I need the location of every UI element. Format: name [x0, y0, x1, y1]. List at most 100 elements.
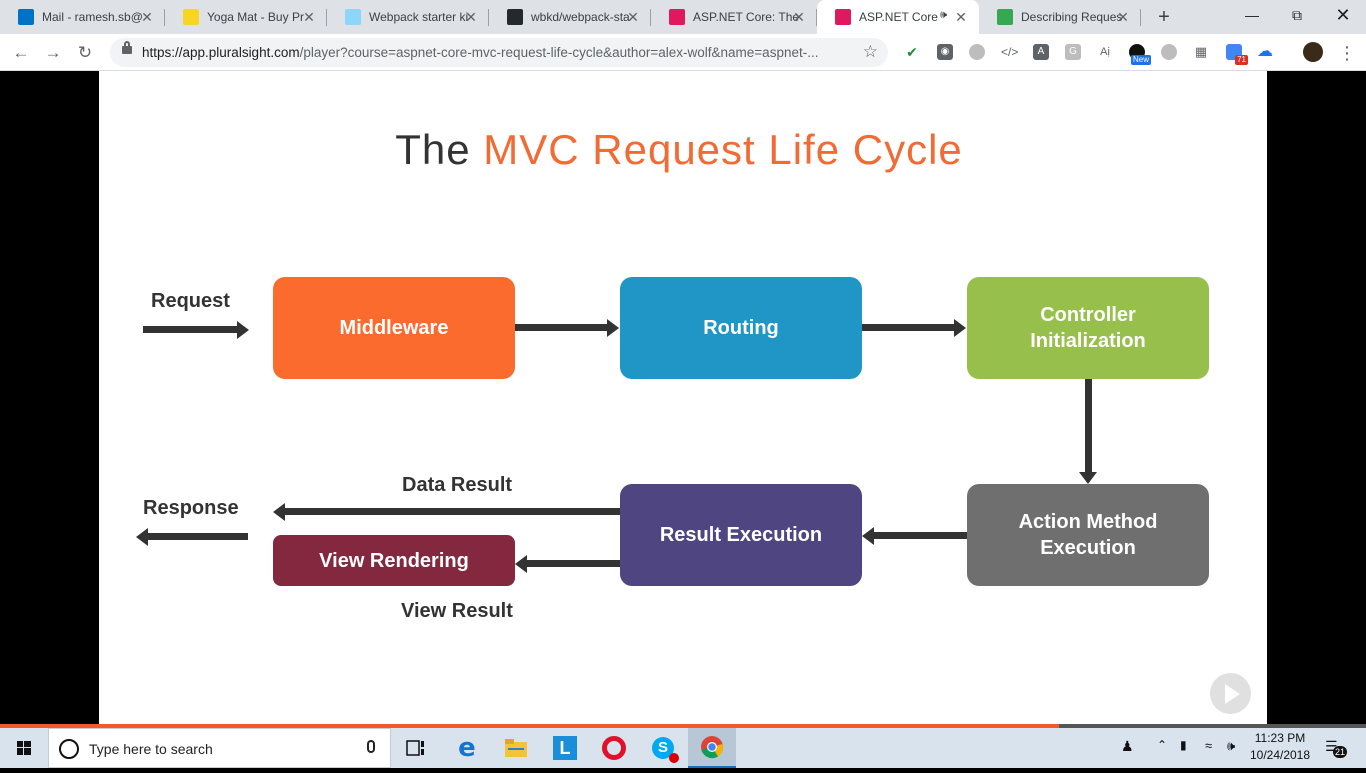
- tab-title: ASP.NET Core: The: [693, 10, 800, 24]
- browser-tab-strip: Mail - ramesh.sb@✕Yoga Mat - Buy Pr✕Webp…: [0, 0, 1366, 34]
- browser-tab[interactable]: ASP.NET Core🕪 ✕: [817, 0, 979, 34]
- slide: The MVC Request Life Cycle Request Middl…: [99, 71, 1267, 724]
- browser-tab[interactable]: Yoga Mat - Buy Pr✕: [165, 0, 327, 34]
- camera-extension-icon[interactable]: ◉: [937, 44, 953, 60]
- menu-icon[interactable]: ⋮: [1338, 43, 1356, 63]
- pluralsight-icon: [835, 9, 851, 25]
- nav-extension-icon[interactable]: New: [1129, 44, 1151, 65]
- minimize-button[interactable]: —: [1245, 7, 1259, 23]
- bookmark-star-icon[interactable]: ☆: [862, 42, 878, 61]
- green-icon: [997, 9, 1013, 25]
- back-button[interactable]: ←: [12, 43, 30, 62]
- show-hidden-icons-chevron-icon[interactable]: ⌃: [1157, 738, 1168, 752]
- system-clock[interactable]: 11:23 PM 10/24/2018: [1240, 730, 1320, 764]
- browser-tab[interactable]: wbkd/webpack-sta✕: [489, 0, 651, 34]
- browser-tab[interactable]: ASP.NET Core: The✕: [651, 0, 817, 34]
- new-tab-button[interactable]: +: [1158, 6, 1170, 28]
- folder-icon: [505, 739, 527, 757]
- view-result-arrowhead: [515, 555, 527, 573]
- webpack-icon: [345, 9, 361, 25]
- circle-extension-icon[interactable]: [1161, 44, 1177, 60]
- video-progress-bar[interactable]: [0, 724, 1366, 728]
- browser-toolbar: ← → ↻ https://app.pluralsight.com/player…: [0, 34, 1366, 71]
- browser-tab[interactable]: Describing Reques✕: [979, 0, 1141, 34]
- code-extension-icon[interactable]: </>: [1001, 44, 1019, 60]
- taskbar-opera[interactable]: [590, 728, 638, 768]
- tabs-extension-icon[interactable]: 71: [1226, 44, 1248, 65]
- tab-title: Webpack starter ki: [369, 10, 469, 24]
- title-highlight: MVC Request Life Cycle: [483, 126, 963, 173]
- tab-title: ASP.NET Core: [859, 10, 938, 24]
- tab-close-icon[interactable]: ✕: [955, 9, 967, 25]
- l-app-icon: L: [553, 736, 577, 760]
- volume-icon[interactable]: 🕪: [1227, 738, 1236, 753]
- tab-title: Yoga Mat - Buy Pr: [207, 10, 304, 24]
- new-badge: New: [1130, 55, 1151, 65]
- browser-tab[interactable]: Webpack starter ki✕: [327, 0, 489, 34]
- outlook-icon: [18, 9, 34, 25]
- result-execution-box: Result Execution: [620, 484, 862, 586]
- restore-button[interactable]: ⧉: [1292, 7, 1302, 23]
- count-badge: 71: [1235, 55, 1248, 65]
- tab-separator: [326, 9, 327, 26]
- tab-close-icon[interactable]: ✕: [141, 9, 153, 25]
- tab-close-icon[interactable]: ✕: [627, 9, 639, 25]
- task-view-icon: [406, 740, 424, 756]
- tab-separator: [650, 9, 651, 26]
- close-window-button[interactable]: ✕: [1335, 5, 1351, 25]
- action-center-button[interactable]: ☰ 21: [1322, 736, 1348, 760]
- controller-action-arrow: [1085, 379, 1092, 473]
- response-arrowhead: [136, 528, 148, 546]
- routing-controller-arrowhead: [954, 319, 966, 337]
- video-progress-fill: [0, 724, 1059, 728]
- response-label: Response: [143, 497, 239, 519]
- grammar-extension-icon[interactable]: ✔: [904, 44, 920, 60]
- task-view-button[interactable]: [392, 728, 440, 768]
- taskbar-file-explorer[interactable]: [492, 728, 540, 768]
- address-bar[interactable]: https://app.pluralsight.com/player?cours…: [110, 38, 888, 67]
- tab-close-icon[interactable]: ✕: [1117, 9, 1129, 25]
- tab-separator: [164, 9, 165, 26]
- start-button[interactable]: [0, 728, 48, 768]
- url-text[interactable]: https://app.pluralsight.com/player?cours…: [142, 45, 854, 60]
- tab-close-icon[interactable]: ✕: [465, 9, 477, 25]
- data-result-arrowhead: [273, 503, 285, 521]
- profile-avatar[interactable]: [1303, 42, 1323, 62]
- taskbar-edge[interactable]: e: [443, 728, 491, 768]
- video-player[interactable]: The MVC Request Life Cycle Request Middl…: [0, 71, 1366, 724]
- routing-box: Routing: [620, 277, 862, 379]
- reload-button[interactable]: ↻: [77, 43, 93, 62]
- view-result-arrow: [527, 560, 620, 567]
- taskbar-lync[interactable]: L: [541, 728, 589, 768]
- forward-button[interactable]: →: [44, 43, 62, 62]
- taskbar-skype[interactable]: S: [639, 728, 687, 768]
- cloud-extension-icon[interactable]: ☁: [1257, 43, 1273, 60]
- middleware-box: Middleware: [273, 277, 515, 379]
- taskbar-search-box[interactable]: Type here to search: [48, 728, 391, 768]
- data-result-label: Data Result: [402, 474, 513, 496]
- angular-extension-icon[interactable]: A: [1033, 44, 1049, 60]
- pluralsight-play-logo-icon: [1210, 673, 1251, 714]
- g-extension-icon[interactable]: G: [1065, 44, 1081, 60]
- browser-tab[interactable]: Mail - ramesh.sb@✕: [0, 0, 165, 34]
- wifi-icon[interactable]: ≈: [1205, 738, 1213, 753]
- view-rendering-box: View Rendering: [273, 535, 515, 586]
- taskbar-chrome[interactable]: [688, 728, 736, 768]
- grid-extension-icon[interactable]: ▦: [1193, 44, 1209, 60]
- middleware-routing-arrowhead: [607, 319, 619, 337]
- tab-close-icon[interactable]: ✕: [303, 9, 315, 25]
- lock-icon: [122, 41, 132, 54]
- translate-extension-icon[interactable]: Aị: [1097, 44, 1113, 60]
- speaker-icon[interactable]: 🕪: [940, 9, 947, 21]
- data-result-arrow: [285, 508, 620, 515]
- response-arrow: [148, 533, 248, 540]
- extension-icon[interactable]: [969, 44, 985, 60]
- clock-time: 11:23 PM: [1254, 731, 1306, 745]
- battery-icon[interactable]: ▮: [1180, 738, 1187, 752]
- tab-close-icon[interactable]: ✕: [793, 9, 805, 25]
- slide-title: The MVC Request Life Cycle: [99, 126, 1259, 174]
- action-method-execution-box: Action Method Execution: [967, 484, 1209, 586]
- action-result-arrowhead: [862, 527, 874, 545]
- people-icon[interactable]: ♟: [1121, 738, 1134, 754]
- microphone-icon[interactable]: [367, 740, 375, 753]
